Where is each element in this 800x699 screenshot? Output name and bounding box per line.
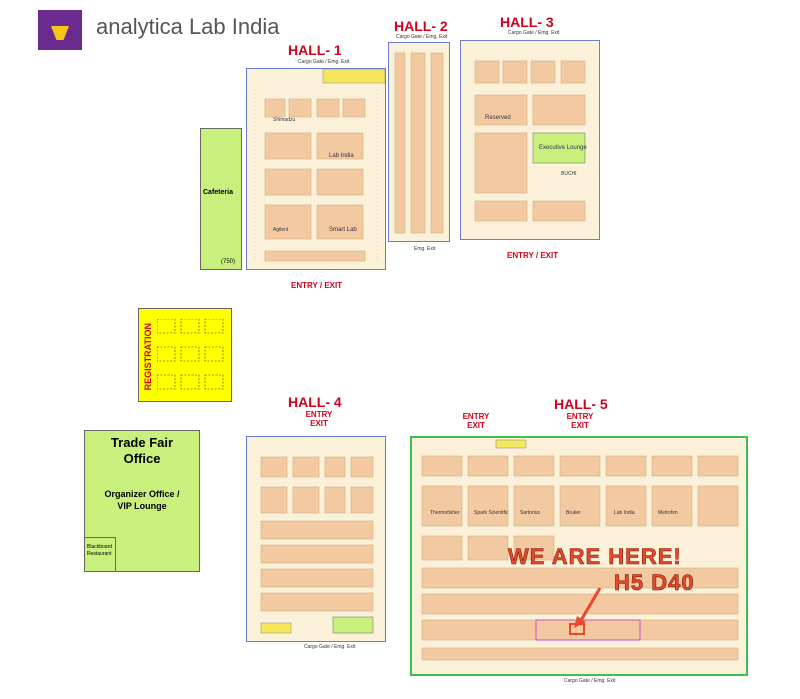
hall-5-stand-label: Spark Scientific <box>474 510 509 516</box>
cafeteria-capacity: (750) <box>221 259 236 265</box>
hall-1-stands <box>254 69 385 262</box>
office-sub-line2: VIP Lounge <box>117 501 167 511</box>
hall-5-entry-exit-label: ENTRY EXIT <box>462 412 490 430</box>
hall-2-stands <box>394 52 444 234</box>
hall-3-stand-label: Reserved <box>485 115 511 121</box>
hall-5-cargo-label: Cargo Gate / Emg. Exit <box>564 678 616 684</box>
registration-label: REGISTRATION <box>143 323 153 391</box>
hall-3-title: HALL- 3 <box>500 14 554 30</box>
callout-arrow <box>578 587 602 623</box>
hall-4-floorplan[interactable] <box>246 436 386 642</box>
booth-number-callout: H5 D40 <box>614 570 695 596</box>
hall-3-floorplan[interactable]: Reserved Executive Lounge BUCHI <box>460 40 600 240</box>
hall-3-stand-label: BUCHI <box>561 171 577 177</box>
hall-5-stand-label: Bruker <box>566 510 581 516</box>
hall-1-cargo-label: Cargo Gate / Emg. Exit <box>298 59 350 65</box>
registration-area[interactable]: REGISTRATION <box>138 308 232 402</box>
analytica-logo-icon <box>38 10 82 50</box>
hall-5-stand-label: Thermofisher <box>430 510 460 516</box>
restaurant-block: Blackboard Restaurant <box>85 537 116 572</box>
hall-5-stand-label: Sartorius <box>520 510 541 516</box>
restaurant-label: Blackboard Restaurant <box>87 544 113 557</box>
hall-1-stand-label: Agilent <box>273 227 289 233</box>
registration-counters <box>157 319 224 390</box>
hall-1-floorplan[interactable]: Lab India Smart Lab Shimadzu Agilent <box>246 68 386 270</box>
hall-1-stand-label: Smart Lab <box>329 227 357 233</box>
hall-3-entry-exit-label: ENTRY / EXIT <box>507 251 559 260</box>
hall-4-stands <box>260 456 374 634</box>
hall-1-stand-label: Shimadzu <box>273 117 296 123</box>
hall-1-title: HALL- 1 <box>288 42 342 58</box>
office-sub-line1: Organizer Office / <box>104 489 180 499</box>
hall-4-entry-exit-label: ENTRY EXIT <box>305 410 333 428</box>
hall-3-cargo-label: Cargo Gate / Emg. Exit <box>508 30 560 36</box>
hall-1-stand-label: Lab India <box>329 153 354 159</box>
hall-1-entry-exit-label: ENTRY / EXIT <box>291 281 343 290</box>
hall-2-cargo-label: Cargo Gate / Emg. Exit <box>396 34 448 40</box>
hall-4-cargo-label: Cargo Gate / Emg. Exit <box>304 644 356 650</box>
hall-4-title: HALL- 4 <box>288 394 342 410</box>
trade-fair-office[interactable]: Trade Fair Office Organizer Office / VIP… <box>84 430 200 572</box>
hall-5-stand-label: Metrohm <box>658 510 678 516</box>
hall-5-floorplan[interactable]: Thermofisher Spark Scientific Sartorius … <box>410 436 748 676</box>
hall-2-title: HALL- 2 <box>394 18 448 34</box>
hall-5-entry-exit-label: ENTRY EXIT <box>566 412 594 430</box>
brand-title: analytica Lab India <box>96 14 280 39</box>
hall-3-stand-label: Executive Lounge <box>539 145 587 151</box>
hall-2-floorplan[interactable] <box>388 42 450 242</box>
hall-5-title: HALL- 5 <box>554 396 608 412</box>
hall-2-emg-exit: Emg. Exit <box>414 246 436 252</box>
office-title-line1: Trade Fair <box>110 435 174 450</box>
we-are-here-callout: WE ARE HERE! <box>508 544 682 570</box>
hall-5-stands <box>421 439 739 661</box>
hall-5-stand-label: Lab India <box>614 510 635 516</box>
office-title-line2: Office <box>123 451 161 466</box>
hall-3-stands <box>474 60 586 222</box>
cafeteria-zone[interactable]: Cafeteria (750) <box>200 128 242 270</box>
cafeteria-label: Cafeteria <box>203 189 233 196</box>
